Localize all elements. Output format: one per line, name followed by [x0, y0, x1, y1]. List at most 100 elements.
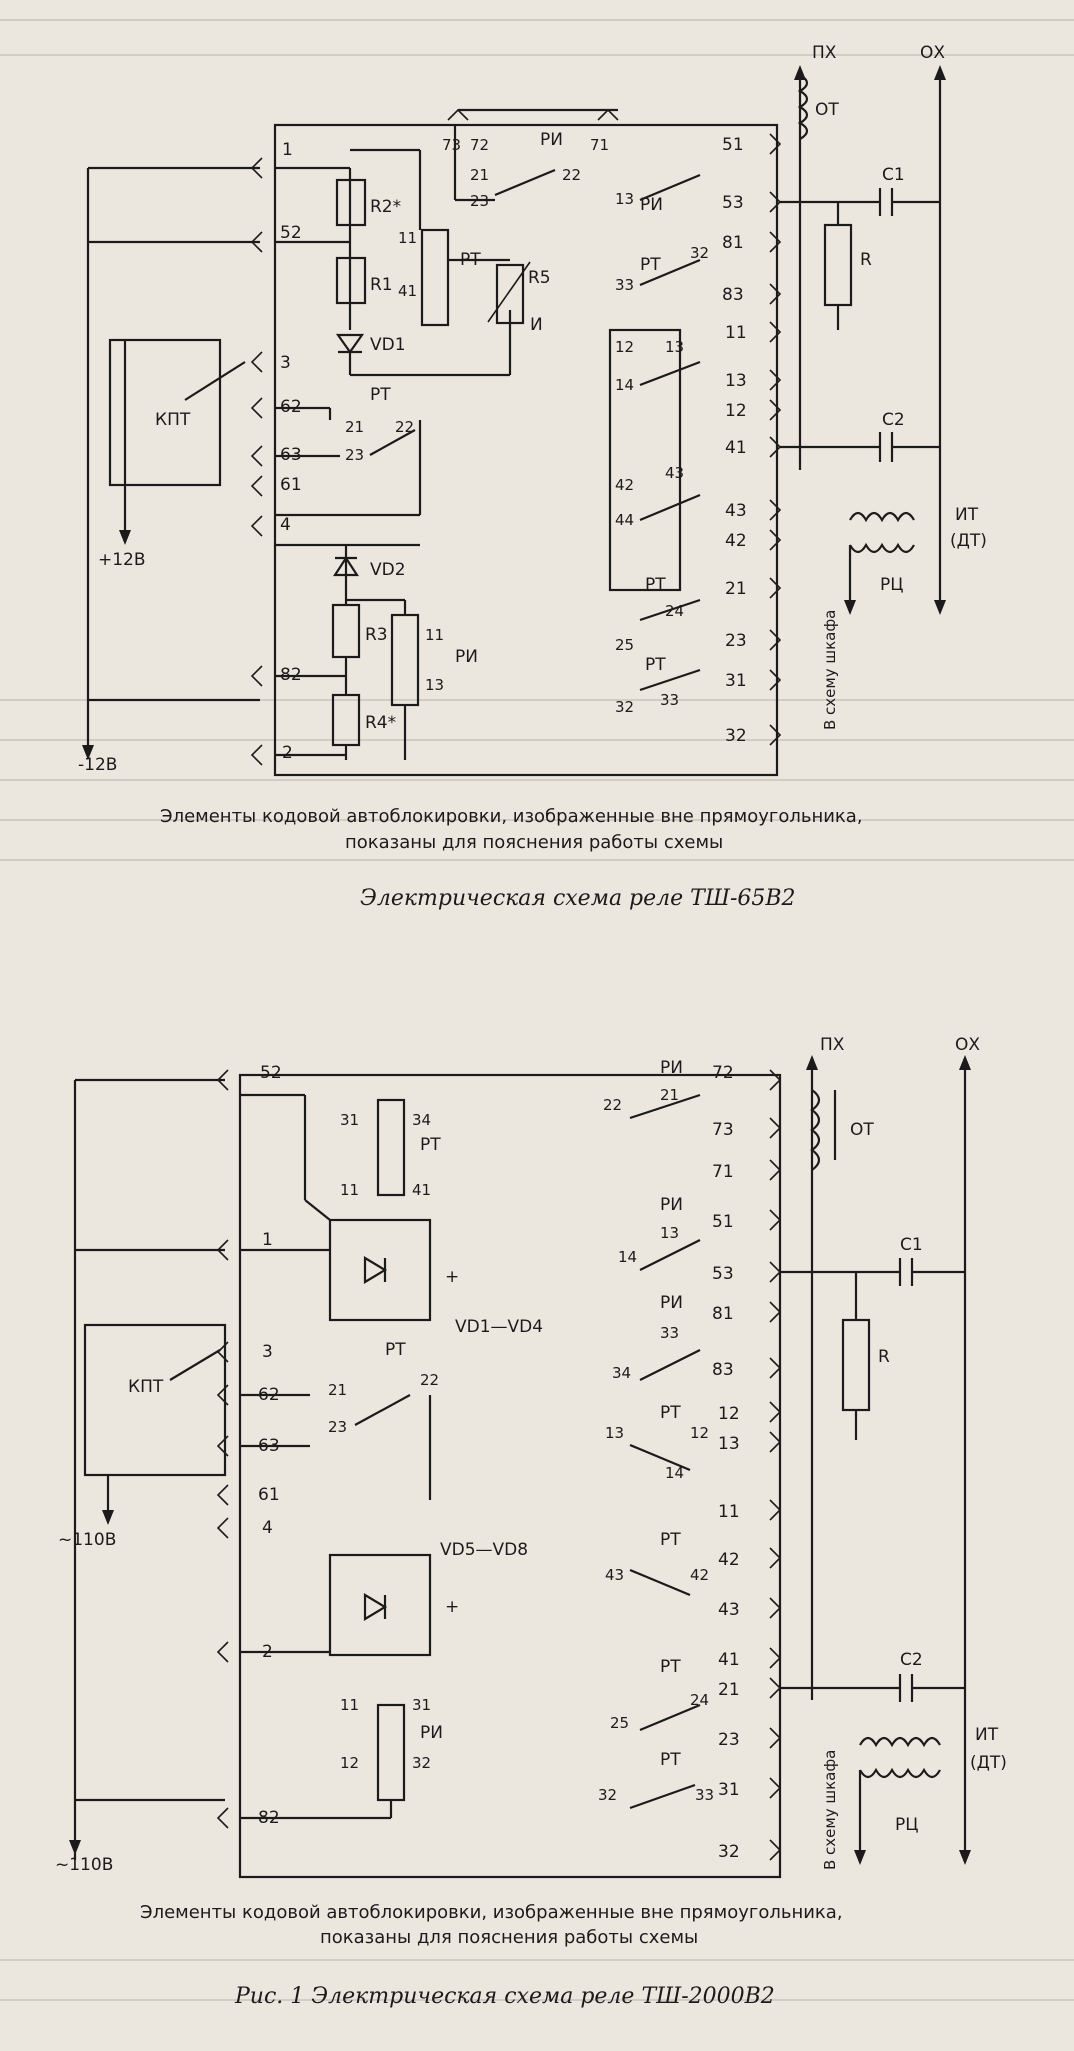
rterm-2-72: 72	[712, 1063, 734, 1083]
rterm-2-23: 23	[718, 1730, 740, 1750]
num-21b: 21	[345, 418, 364, 436]
term-2-1: 1	[262, 1230, 273, 1250]
label-dt-1: (ДТ)	[950, 531, 987, 551]
label2-px: ПХ	[820, 1035, 845, 1055]
label-r4: R4*	[365, 713, 396, 733]
num-25c: 25	[615, 636, 634, 654]
winding-it-bot-1	[849, 542, 915, 554]
num-72: 72	[470, 136, 489, 154]
label-rt-2: РТ	[370, 385, 391, 405]
num-42c: 42	[615, 476, 634, 494]
label-shkaf-1: В схему шкафа	[821, 610, 839, 730]
bridge1-diode	[363, 1256, 388, 1284]
coil-rt-top	[420, 228, 450, 327]
label2-ri-3: РИ	[660, 1293, 683, 1313]
resistor-r3	[331, 603, 361, 659]
term-2-61: 61	[258, 1485, 280, 1505]
rterm-1-32: 32	[725, 726, 747, 746]
resistor-r-2	[841, 1318, 871, 1412]
label2-rt-4: РТ	[660, 1530, 681, 1550]
label2-rc: РЦ	[895, 1815, 918, 1835]
term-2-52: 52	[260, 1063, 282, 1083]
label-vd2: VD2	[370, 560, 406, 580]
rterm-1-42: 42	[725, 531, 747, 551]
caption1-line2: показаны для пояснения работы схемы	[345, 832, 723, 853]
resistor-r2	[335, 178, 367, 227]
num-22b: 22	[395, 418, 414, 436]
label2-ot: ОТ	[850, 1120, 874, 1140]
num-14c: 14	[615, 376, 634, 394]
label-c2-1: С2	[882, 410, 905, 430]
resistor-r1	[335, 256, 367, 305]
contact-group-rt-right	[608, 328, 682, 592]
rterm-2-43: 43	[718, 1600, 740, 1620]
coil-ri-1	[390, 613, 420, 707]
num2-11r: 11	[340, 1696, 359, 1714]
num2-12c: 12	[690, 1424, 709, 1442]
rterm-1-41: 41	[725, 438, 747, 458]
label-px-1: ПХ	[812, 43, 837, 63]
num-11a: 11	[398, 229, 417, 247]
label2-ri-coil: РИ	[420, 1723, 443, 1743]
term-1-2: 2	[282, 743, 293, 763]
label2-rt-2: РТ	[385, 1340, 406, 1360]
winding-it-bot-2	[859, 1767, 941, 1779]
caption2-line1: Элементы кодовой автоблокировки, изображ…	[140, 1902, 843, 1923]
num2-31: 31	[340, 1111, 359, 1129]
num2-13d: 13	[605, 1424, 624, 1442]
label-kpt-1: КПТ	[155, 410, 191, 430]
term-1-61: 61	[280, 475, 302, 495]
num2-11: 11	[340, 1181, 359, 1199]
rterm-1-81: 81	[722, 233, 744, 253]
label2-rt-6: РТ	[660, 1750, 681, 1770]
num-13r: 13	[425, 676, 444, 694]
rterm-2-13: 13	[718, 1434, 740, 1454]
label2-rt-3: РТ	[660, 1403, 681, 1423]
term-2-4: 4	[262, 1518, 273, 1538]
label-vd1: VD1	[370, 335, 406, 355]
num-33d: 33	[660, 691, 679, 709]
label2-rt-5: РТ	[660, 1657, 681, 1677]
num2-21b: 21	[328, 1381, 347, 1399]
num-22a: 22	[562, 166, 581, 184]
caption2-line2: показаны для пояснения работы схемы	[320, 1927, 698, 1948]
rterm-2-21: 21	[718, 1680, 740, 1700]
label2-c2: С2	[900, 1650, 923, 1670]
num2-33c: 33	[660, 1324, 679, 1342]
relay-box-2	[238, 1073, 782, 1879]
num2-33d: 33	[695, 1786, 714, 1804]
num2-41: 41	[412, 1181, 431, 1199]
num-12c: 12	[615, 338, 634, 356]
label2-c1: С1	[900, 1235, 923, 1255]
rterm-1-11: 11	[725, 323, 747, 343]
label-ri-3: РИ	[640, 195, 663, 215]
rterm-1-23: 23	[725, 631, 747, 651]
num2-14d: 14	[665, 1464, 684, 1482]
term-1-1: 1	[282, 140, 293, 160]
rterm-1-51: 51	[722, 135, 744, 155]
rterm-1-83: 83	[722, 285, 744, 305]
title-diagram1: Электрическая схема реле ТШ-65В2	[360, 886, 796, 911]
label-i: И	[530, 315, 543, 335]
rterm-2-81: 81	[712, 1304, 734, 1324]
coil-rt-2a	[376, 1098, 406, 1197]
bridge-vd1-vd4	[328, 1218, 432, 1322]
rterm-2-12: 12	[718, 1404, 740, 1424]
label-rt-3: РТ	[640, 255, 661, 275]
num2-12r: 12	[340, 1754, 359, 1772]
label2-rt-1: РТ	[420, 1135, 441, 1155]
diagram-tsh-2000v2: 52 1 3 62 63 61 4 2 82 31 34 РТ 11 41 + …	[55, 1035, 1007, 2009]
winding-ot-2	[810, 1089, 821, 1171]
winding-ot-1	[797, 74, 809, 140]
label-r3: R3	[365, 625, 388, 645]
label2-dt: (ДТ)	[970, 1753, 1007, 1773]
right-terminals-2	[769, 1069, 782, 1861]
term-1-3: 3	[280, 353, 291, 373]
num-71: 71	[590, 136, 609, 154]
num-24c: 24	[665, 602, 684, 620]
num2-31r: 31	[412, 1696, 431, 1714]
rterm-2-31: 31	[718, 1780, 740, 1800]
label2-ox: ОХ	[955, 1035, 980, 1055]
